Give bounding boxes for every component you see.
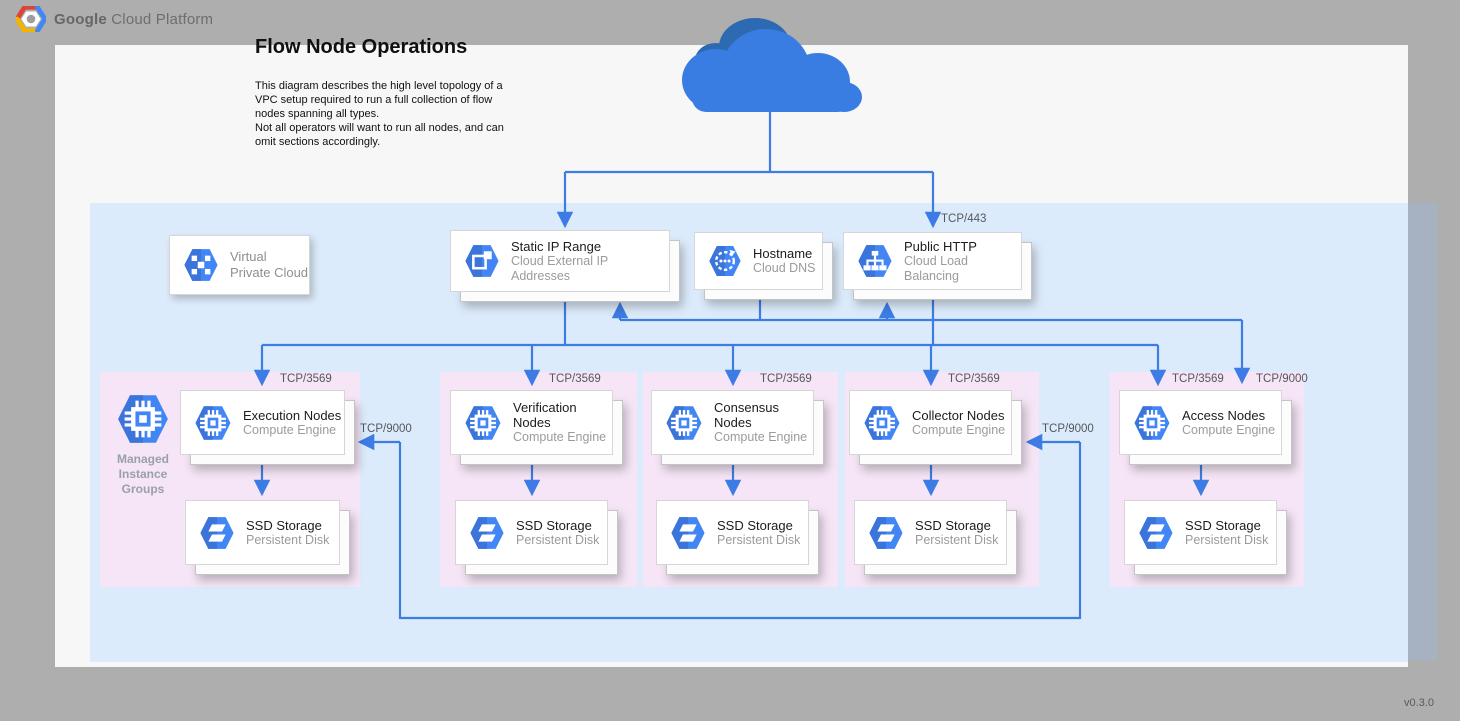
version-label: v0.3.0	[1404, 697, 1434, 709]
gcp-logo-icon	[16, 6, 46, 32]
persistent-disk-icon	[869, 516, 903, 549]
card-subtitle: Compute Engine	[1182, 422, 1276, 437]
card-access-nodes: Access Nodes Compute Engine	[1119, 390, 1282, 455]
card-consensus-nodes: Consensus Nodes Compute Engine	[651, 390, 814, 455]
load-balancer-icon	[858, 245, 892, 277]
port-label-execution-in: TCP/3569	[280, 373, 332, 385]
persistent-disk-icon	[1139, 516, 1173, 549]
brand-bold: Google	[54, 10, 107, 28]
card-title: Execution Nodes	[243, 407, 342, 423]
managed-instance-group-icon	[118, 395, 168, 443]
port-label-lb-in: TCP/443	[941, 213, 987, 225]
compute-engine-icon	[1134, 405, 1170, 440]
port-label-execution-p2p: TCP/9000	[360, 423, 412, 435]
brand-rest: Cloud Platform	[111, 10, 214, 28]
port-label-verification-in: TCP/3569	[549, 373, 601, 385]
card-collector-nodes: Collector Nodes Compute Engine	[849, 390, 1012, 455]
card-subtitle: Persistent Disk	[246, 532, 330, 547]
card-subtitle: Compute Engine	[243, 422, 337, 437]
card-title: Public HTTP	[904, 238, 977, 254]
card-line: Private Cloud	[230, 265, 309, 280]
card-subtitle: Cloud External IP Addresses	[511, 253, 609, 283]
card-ssd-storage-collector: SSD Storage Persistent Disk	[854, 500, 1007, 565]
card-verification-nodes: Verification Nodes Compute Engine	[450, 390, 613, 455]
card-virtual-private-cloud: Virtual Private Cloud	[169, 235, 310, 295]
card-subtitle: Cloud Load Balancing	[904, 253, 968, 283]
port-label-collector-in: TCP/3569	[948, 373, 1000, 385]
persistent-disk-icon	[470, 516, 504, 549]
port-label-consensus-in: TCP/3569	[760, 373, 812, 385]
card-line: Virtual	[230, 249, 267, 264]
compute-engine-icon	[666, 405, 702, 440]
vpc-region-overflow-strip	[1408, 203, 1437, 660]
card-hostname: Hostname Cloud DNS	[694, 232, 823, 290]
card-ssd-storage-execution: SSD Storage Persistent Disk	[185, 500, 340, 565]
card-subtitle: Persistent Disk	[1185, 532, 1269, 547]
managed-instance-groups-label: Managed Instance Groups	[116, 452, 169, 496]
header-brand: Google Cloud Platform	[16, 6, 213, 32]
card-title: SSD Storage	[516, 517, 592, 533]
card-ssd-storage-consensus: SSD Storage Persistent Disk	[656, 500, 809, 565]
card-subtitle: Compute Engine	[513, 430, 607, 444]
card-title: Consensus Nodes	[714, 400, 780, 430]
card-title: SSD Storage	[915, 517, 991, 533]
card-title: Hostname	[753, 246, 813, 261]
card-subtitle: Compute Engine	[714, 430, 808, 444]
card-title: Static IP Range	[511, 238, 602, 254]
persistent-disk-icon	[200, 516, 234, 549]
card-subtitle: Persistent Disk	[516, 532, 600, 547]
compute-engine-icon	[465, 405, 501, 440]
brand-text: Google Cloud Platform	[54, 11, 213, 28]
card-title: Access Nodes	[1182, 407, 1266, 423]
card-subtitle: Cloud DNS	[753, 261, 816, 275]
page-title: Flow Node Operations	[255, 36, 468, 58]
persistent-disk-icon	[671, 516, 705, 549]
card-title: Verification Nodes	[513, 400, 577, 430]
compute-engine-icon	[195, 405, 231, 440]
card-subtitle: Persistent Disk	[915, 532, 999, 547]
external-ip-icon	[465, 245, 499, 277]
compute-engine-icon	[864, 405, 900, 440]
port-label-collector-p2p: TCP/9000	[1042, 423, 1094, 435]
port-label-access-in-alt: TCP/9000	[1256, 373, 1308, 385]
card-ssd-storage-access: SSD Storage Persistent Disk	[1124, 500, 1277, 565]
card-public-http: Public HTTP Cloud Load Balancing	[843, 232, 1022, 290]
card-title: SSD Storage	[717, 517, 793, 533]
card-ssd-storage-verification: SSD Storage Persistent Disk	[455, 500, 608, 565]
card-execution-nodes: Execution Nodes Compute Engine	[180, 390, 345, 455]
page-description: This diagram describes the high level to…	[255, 80, 504, 148]
card-title: SSD Storage	[246, 517, 322, 533]
vpc-icon	[184, 249, 218, 281]
cloud-dns-icon	[709, 246, 741, 276]
card-static-ip-range: Static IP Range Cloud External IP Addres…	[450, 230, 670, 292]
port-label-access-in: TCP/3569	[1172, 373, 1224, 385]
card-subtitle: Compute Engine	[912, 422, 1006, 437]
card-subtitle: Persistent Disk	[717, 532, 801, 547]
card-title: Collector Nodes	[912, 407, 1005, 423]
card-title: SSD Storage	[1185, 517, 1261, 533]
